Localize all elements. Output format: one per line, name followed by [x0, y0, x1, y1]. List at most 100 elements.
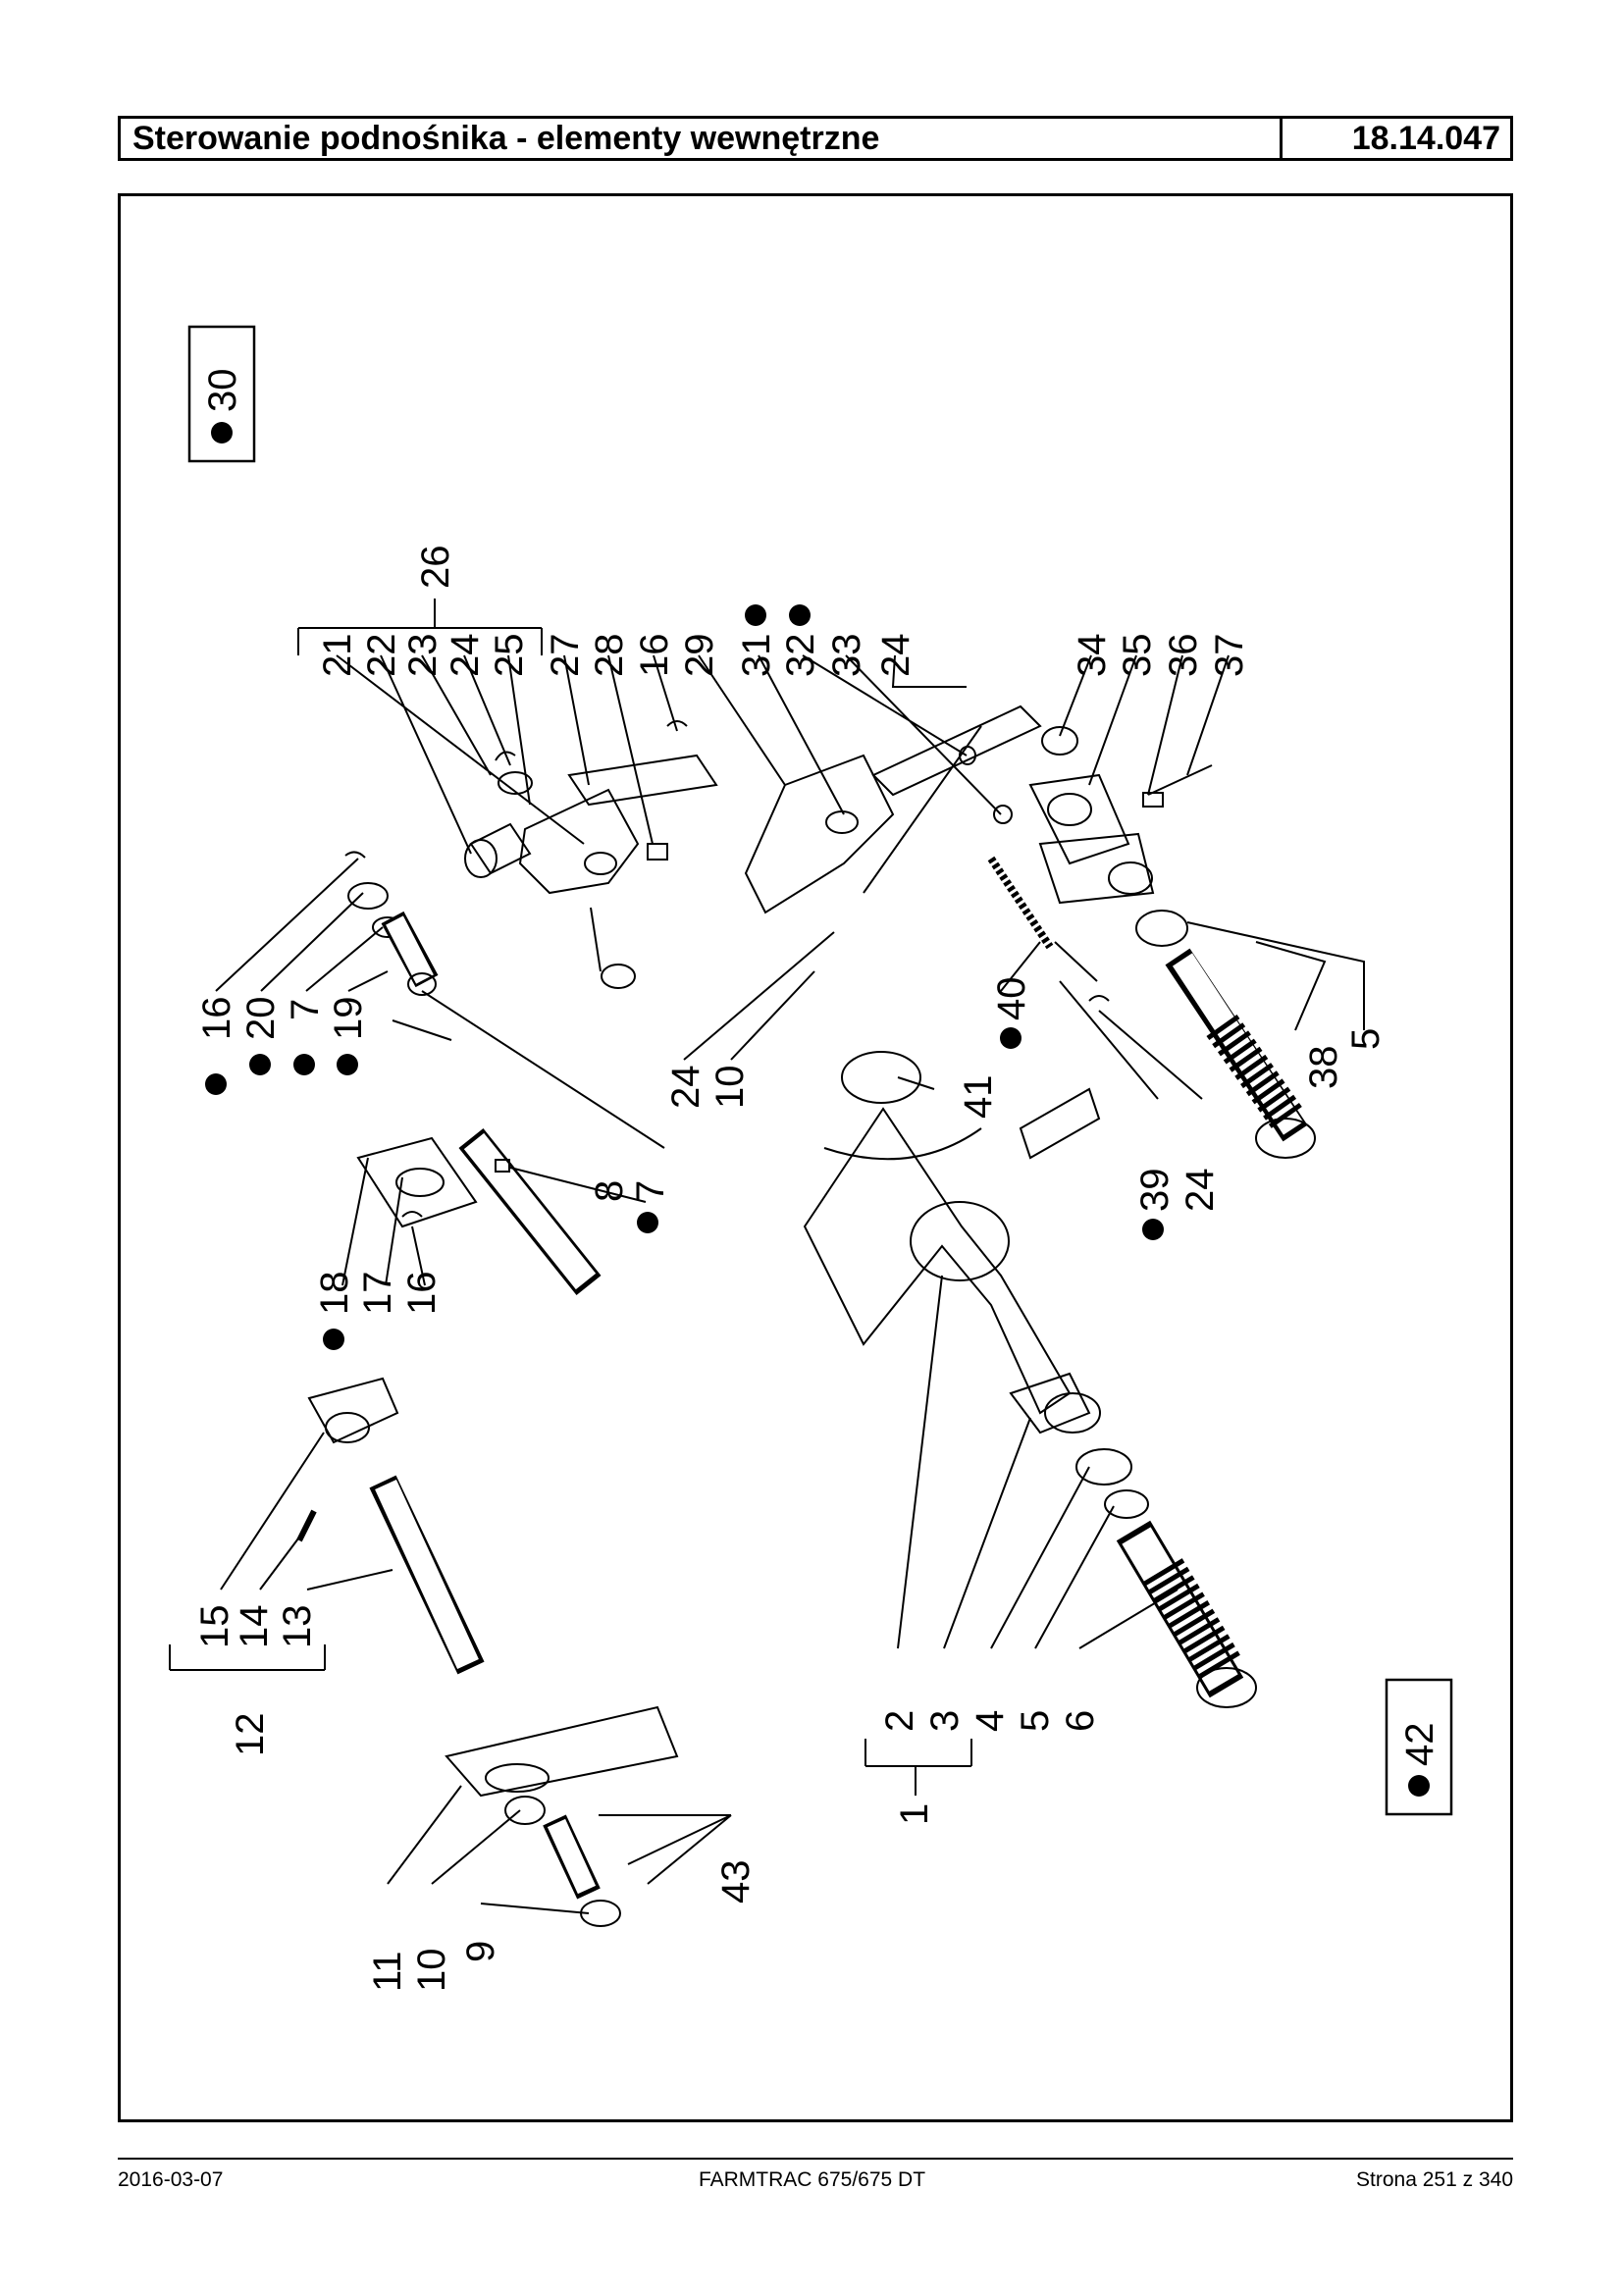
callout-42-label: 42: [1398, 1723, 1441, 1767]
part-18-lever-top: [392, 1019, 452, 1041]
label-27: 27: [544, 634, 587, 678]
part-35-bore: [1047, 793, 1092, 826]
marker-dots: [205, 422, 1430, 1797]
label-15: 15: [193, 1605, 236, 1649]
part-38-shaft-fill: [1172, 953, 1304, 1135]
label-35: 35: [1116, 634, 1159, 678]
part-21-pin: [590, 907, 602, 972]
part-33-rod-line: [863, 725, 982, 894]
part-15-block: [307, 1377, 399, 1444]
bracket-26: [297, 599, 543, 655]
part-2-lever-arm: [803, 1107, 1072, 1415]
label-9: 9: [459, 1941, 502, 1962]
part-25-hole: [584, 852, 617, 875]
part-2-hub: [910, 1201, 1010, 1281]
label-16-c: 16: [400, 1272, 444, 1316]
label-26: 26: [414, 546, 457, 590]
part-2-arc: [823, 1127, 982, 1161]
callout-30-label: 30: [201, 369, 244, 413]
part-17-hole: [395, 1168, 445, 1197]
label-24-b: 24: [874, 634, 917, 678]
bracket-1: [864, 1739, 972, 1796]
label-11: 11: [366, 1951, 409, 1992]
dot-40: [1000, 1027, 1022, 1049]
label-5-b: 5: [1014, 1710, 1057, 1732]
part-14-pin: [296, 1509, 317, 1542]
part-22-outline: [469, 822, 532, 875]
part-35-lower-bore: [1108, 861, 1153, 895]
dot-8: [637, 1212, 658, 1233]
label-31: 31: [735, 634, 778, 678]
footer-date: 2016-03-07: [118, 2168, 224, 2191]
label-20: 20: [239, 997, 283, 1041]
label-28: 28: [588, 634, 631, 678]
part-8-screw: [495, 1159, 510, 1173]
part-11-plate: [445, 1705, 679, 1798]
dot-16: [205, 1073, 227, 1095]
part-6-head: [1196, 1667, 1257, 1708]
label-18: 18: [313, 1272, 356, 1316]
label-14: 14: [233, 1605, 276, 1649]
dot-18: [323, 1329, 344, 1350]
bracket-12: [169, 1644, 326, 1671]
label-40: 40: [990, 977, 1033, 1021]
part-16-clip-lower: [401, 1211, 423, 1218]
label-19: 19: [327, 997, 370, 1041]
part-13-shaft-fill: [375, 1479, 479, 1670]
part-36-nut: [1142, 792, 1164, 808]
label-37: 37: [1208, 634, 1251, 678]
part-15-bore: [325, 1412, 370, 1443]
part-27-plate: [567, 754, 718, 807]
footer-divider: [118, 2158, 1513, 2160]
label-16-a: 16: [633, 634, 676, 678]
part-20-washer: [347, 882, 389, 910]
label-8: 8: [588, 1180, 631, 1202]
label-36: 36: [1162, 634, 1205, 678]
part-11-hole: [485, 1763, 550, 1793]
footer-page: Strona 251 z 340: [1356, 2168, 1513, 2191]
label-25: 25: [488, 634, 531, 678]
label-41: 41: [957, 1075, 1000, 1120]
label-32: 32: [779, 634, 822, 678]
label-24-c: 24: [664, 1066, 707, 1110]
label-29: 29: [678, 634, 721, 678]
label-21: 21: [316, 634, 359, 678]
part-35-housing: [1028, 773, 1130, 865]
page-header: Sterowanie podnośnika - elementy wewnętr…: [118, 116, 1513, 161]
part-33-rod: [871, 704, 1042, 797]
diagram-frame: [118, 193, 1513, 2122]
part-5-ring: [1104, 1489, 1149, 1519]
label-38: 38: [1302, 1046, 1345, 1090]
label-22: 22: [360, 634, 403, 678]
part-43-bushing-fill: [547, 1818, 597, 1895]
dot-30: [211, 422, 233, 443]
part-29-hole: [825, 810, 859, 834]
label-6: 6: [1059, 1710, 1102, 1732]
dot-32: [789, 604, 811, 626]
dot-7: [293, 1054, 315, 1075]
part-28-screw: [647, 843, 668, 861]
label-2: 2: [878, 1710, 921, 1732]
label-16-b: 16: [195, 997, 238, 1041]
label-17: 17: [356, 1272, 399, 1316]
label-3: 3: [923, 1710, 967, 1732]
label-43: 43: [714, 1860, 758, 1904]
part-3-bore: [1044, 1392, 1101, 1434]
label-5-a: 5: [1344, 1028, 1388, 1050]
part-16-clip-left: [344, 851, 366, 859]
page-title: Sterowanie podnośnika - elementy wewnętr…: [121, 119, 1283, 158]
part-25-fork: [518, 788, 640, 895]
label-1: 1: [893, 1803, 936, 1825]
dot-19: [337, 1054, 358, 1075]
part-19-shaft-fill: [386, 915, 434, 984]
part-31-ball: [959, 746, 976, 765]
part-16-clip-top: [666, 720, 688, 727]
label-7-b: 7: [629, 1180, 672, 1202]
part-37-bolt: [1147, 764, 1213, 796]
part-41-plate: [841, 1051, 921, 1104]
label-10-a: 10: [708, 1066, 752, 1110]
label-13: 13: [276, 1605, 319, 1649]
part-40-spring: [987, 856, 1054, 950]
dot-42: [1408, 1775, 1430, 1797]
